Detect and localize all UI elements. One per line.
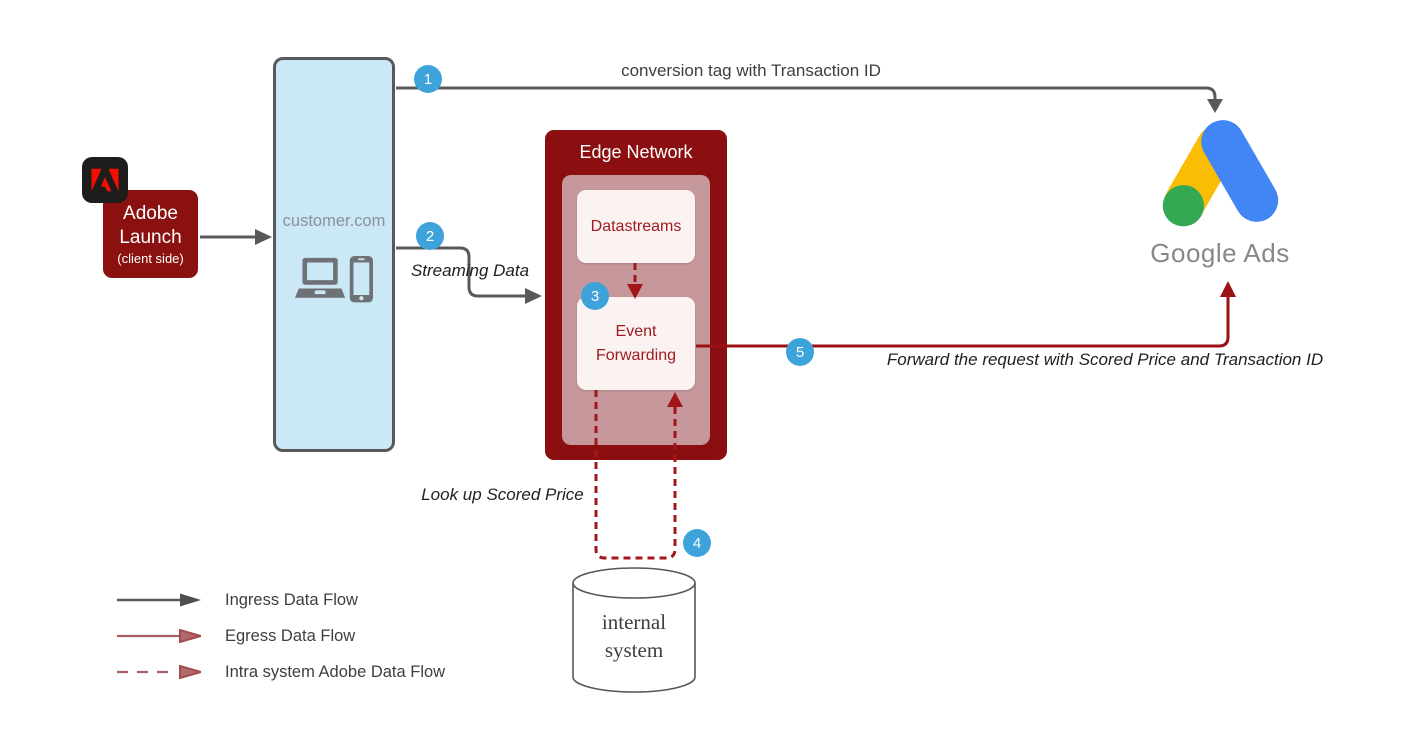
legend: Ingress Data Flow Egress Data Flow Intra… [117,588,445,684]
node-google-ads: Google Ads [1140,110,1300,269]
legend-row-egress: Egress Data Flow [117,624,445,648]
adobe-a-glyph [91,168,119,192]
internal-system-label-line2: system [604,638,664,662]
node-edge-network: Edge Network Datastreams Event Forwardin… [545,130,727,460]
adobe-launch-subtitle: (client side) [117,250,184,266]
edge-network-inner-panel: Datastreams Event Forwarding [562,175,710,445]
google-ads-icon [1162,120,1279,227]
internal-system-label-line1: internal [601,610,667,634]
legend-row-intra: Intra system Adobe Data Flow [117,660,445,684]
arrow-flow-1 [396,86,1217,100]
node-adobe-launch: Adobe Launch (client side) [103,190,198,278]
legend-label-ingress: Ingress Data Flow [225,590,358,609]
devices-icon [295,256,373,313]
arrowhead-flow-5 [1220,281,1236,297]
customer-com-label: customer.com [282,212,386,230]
adobe-launch-title: Adobe Launch [119,203,182,248]
flow-5-label: Forward the request with Scored Price an… [886,350,1324,369]
step-badge-2: 2 [416,222,444,250]
flow-2-label: Streaming Data [410,261,530,280]
arrow-flow-5 [696,296,1230,348]
node-datastreams: Datastreams [577,190,695,263]
flow-1-label: conversion tag with Transaction ID [621,61,881,80]
laptop-phone-icon [295,256,373,303]
google-ads-label: Google Ads [1150,238,1290,268]
legend-label-intra: Intra system Adobe Data Flow [225,662,446,681]
egress-arrow-icon [117,629,201,643]
legend-label-egress: Egress Data Flow [225,626,356,645]
edge-network-title: Edge Network [579,142,693,162]
ingress-arrow-icon [117,593,201,607]
arrowhead-adobe-to-customer [255,229,272,245]
legend-row-ingress: Ingress Data Flow [117,588,445,612]
arrowhead-flow-2 [525,288,542,304]
node-event-forwarding: Event Forwarding [577,297,695,390]
step-badge-1: 1 [414,65,442,93]
flow-4-label: Look up Scored Price [421,485,584,504]
step-badge-3: 3 [581,282,609,310]
intra-dashed-arrow-icon [117,665,201,679]
database-cylinder-icon [572,567,696,693]
adobe-logo-icon [82,157,128,203]
node-internal-system: internal system [571,566,697,696]
step-badge-5: 5 [786,338,814,366]
step-badge-4: 4 [683,529,711,557]
node-customer-com: customer.com [273,57,395,452]
